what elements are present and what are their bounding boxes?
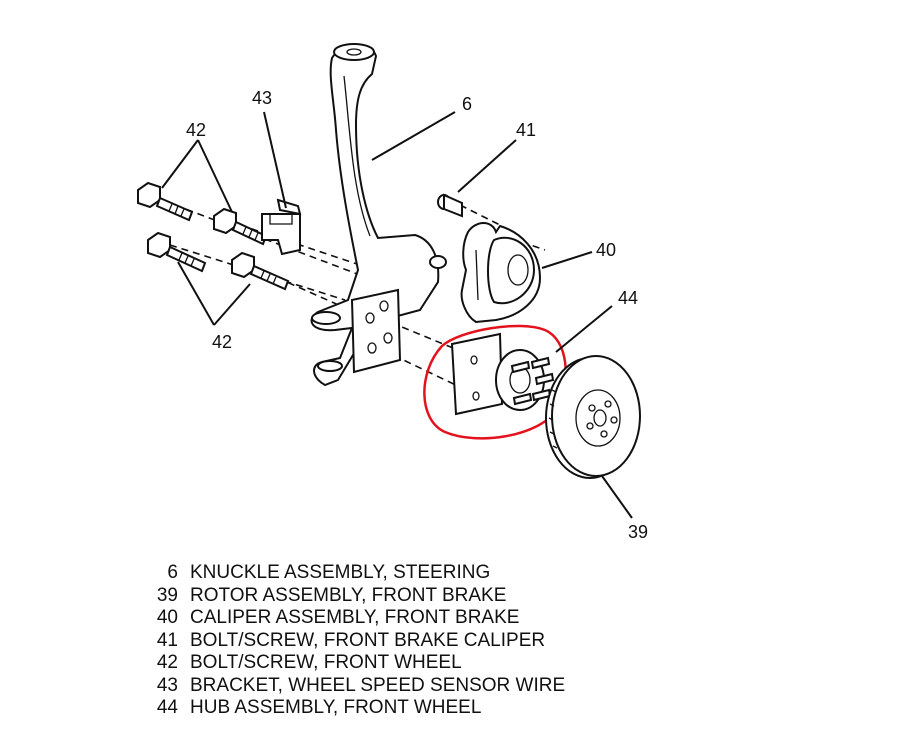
caliper-bolt [437, 193, 463, 218]
legend-item: 41 BOLT/SCREW, FRONT BRAKE CALIPER [140, 630, 565, 653]
parts-legend: 6 KNUCKLE ASSEMBLY, STEERING 39 ROTOR AS… [140, 562, 565, 720]
legend-item: 43 BRACKET, WHEEL SPEED SENSOR WIRE [140, 675, 565, 698]
legend-item: 40 CALIPER ASSEMBLY, FRONT BRAKE [140, 607, 565, 630]
legend-number: 39 [156, 584, 178, 606]
legend-number: 40 [156, 607, 178, 628]
callout-43: 43 [252, 88, 272, 108]
brake-rotor [545, 355, 641, 479]
legend-number: 42 [156, 652, 178, 673]
legend-item: 42 BOLT/SCREW, FRONT WHEEL [140, 652, 565, 675]
legend-text: CALIPER ASSEMBLY, FRONT BRAKE [190, 607, 520, 628]
legend-text: BRACKET, WHEEL SPEED SENSOR WIRE [190, 674, 566, 696]
callout-6: 6 [462, 94, 472, 114]
wheel-bolt [137, 181, 194, 222]
hub-assembly [450, 332, 555, 416]
wheel-bolt [213, 207, 268, 246]
legend-text: HUB ASSEMBLY, FRONT WHEEL [190, 697, 482, 718]
hub-studs [510, 356, 555, 406]
legend-text: KNUCKLE ASSEMBLY, STEERING [190, 562, 491, 583]
legend-number: 41 [156, 629, 178, 651]
leader-lines [161, 111, 633, 519]
wheel-bolt-group [137, 181, 290, 291]
sensor-wire-bracket [261, 198, 302, 256]
legend-number: 43 [156, 674, 178, 696]
legend-item: 39 ROTOR ASSEMBLY, FRONT BRAKE [140, 585, 565, 608]
callout-42-upper: 42 [186, 120, 206, 140]
legend-item: 6 KNUCKLE ASSEMBLY, STEERING [140, 562, 565, 585]
legend-text: ROTOR ASSEMBLY, FRONT BRAKE [190, 584, 507, 606]
caliper-assembly [460, 222, 542, 324]
wheel-bolt [147, 231, 207, 273]
callout-40: 40 [596, 240, 616, 260]
legend-number: 6 [167, 562, 178, 583]
legend-text: BOLT/SCREW, FRONT BRAKE CALIPER [190, 629, 546, 651]
callout-42-lower: 42 [212, 332, 232, 352]
callout-44: 44 [618, 288, 638, 308]
legend-text: BOLT/SCREW, FRONT WHEEL [190, 652, 462, 673]
exploded-parts-diagram: 6 43 42 41 40 44 42 39 [137, 43, 648, 542]
legend-number: 44 [156, 697, 178, 718]
wheel-bolt [231, 251, 290, 291]
callout-41: 41 [516, 120, 536, 140]
steering-knuckle [310, 43, 447, 387]
callout-39: 39 [628, 522, 648, 542]
legend-item: 44 HUB ASSEMBLY, FRONT WHEEL [140, 697, 565, 720]
